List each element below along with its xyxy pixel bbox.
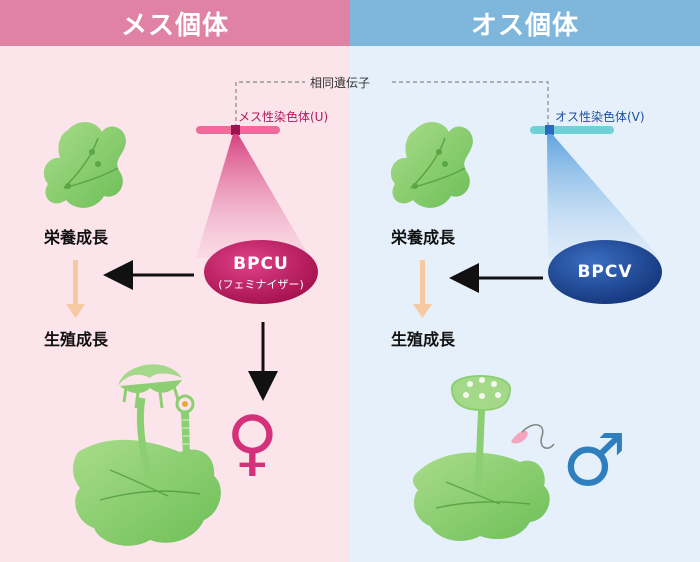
homologous-gene-label: 相同遺伝子 [310,76,371,90]
female-chromosome-label: メス性染色体(U) [238,110,329,124]
female-vegetative-label: 栄養成長 [44,228,109,247]
male-expression-beam [547,134,660,258]
homolog-bracket-right [392,81,549,128]
female-archegoniophore-icon [73,364,221,546]
bpcu-gene [204,240,318,304]
male-symbol: ♂ [562,418,627,502]
bpcv-label: BPCV [577,262,633,282]
bpcv-gene [548,240,662,304]
female-growth-arrow [66,260,85,318]
female-expression-beam [196,134,310,258]
bpcu-sublabel: (フェミナイザー) [218,278,304,291]
female-thallus-icon [43,121,127,208]
homolog-bracket-left [235,81,305,128]
male-reproductive-label: 生殖成長 [391,330,456,349]
female-reproductive-label: 生殖成長 [44,330,109,349]
male-vegetative-label: 栄養成長 [391,228,456,247]
male-chromosome-label: オス性染色体(V) [555,110,645,124]
male-gene-locus [545,125,554,135]
male-antheridiophore-icon [412,375,555,541]
male-header: オス個体 [350,0,700,46]
male-chromosome-bar [530,126,614,134]
female-gene-locus [231,125,240,135]
bpcu-label: BPCU [233,254,289,274]
female-header: メス個体 [0,0,350,46]
male-thallus-icon [390,121,473,208]
male-growth-arrow [413,260,432,318]
female-symbol: ♀ [226,400,279,484]
